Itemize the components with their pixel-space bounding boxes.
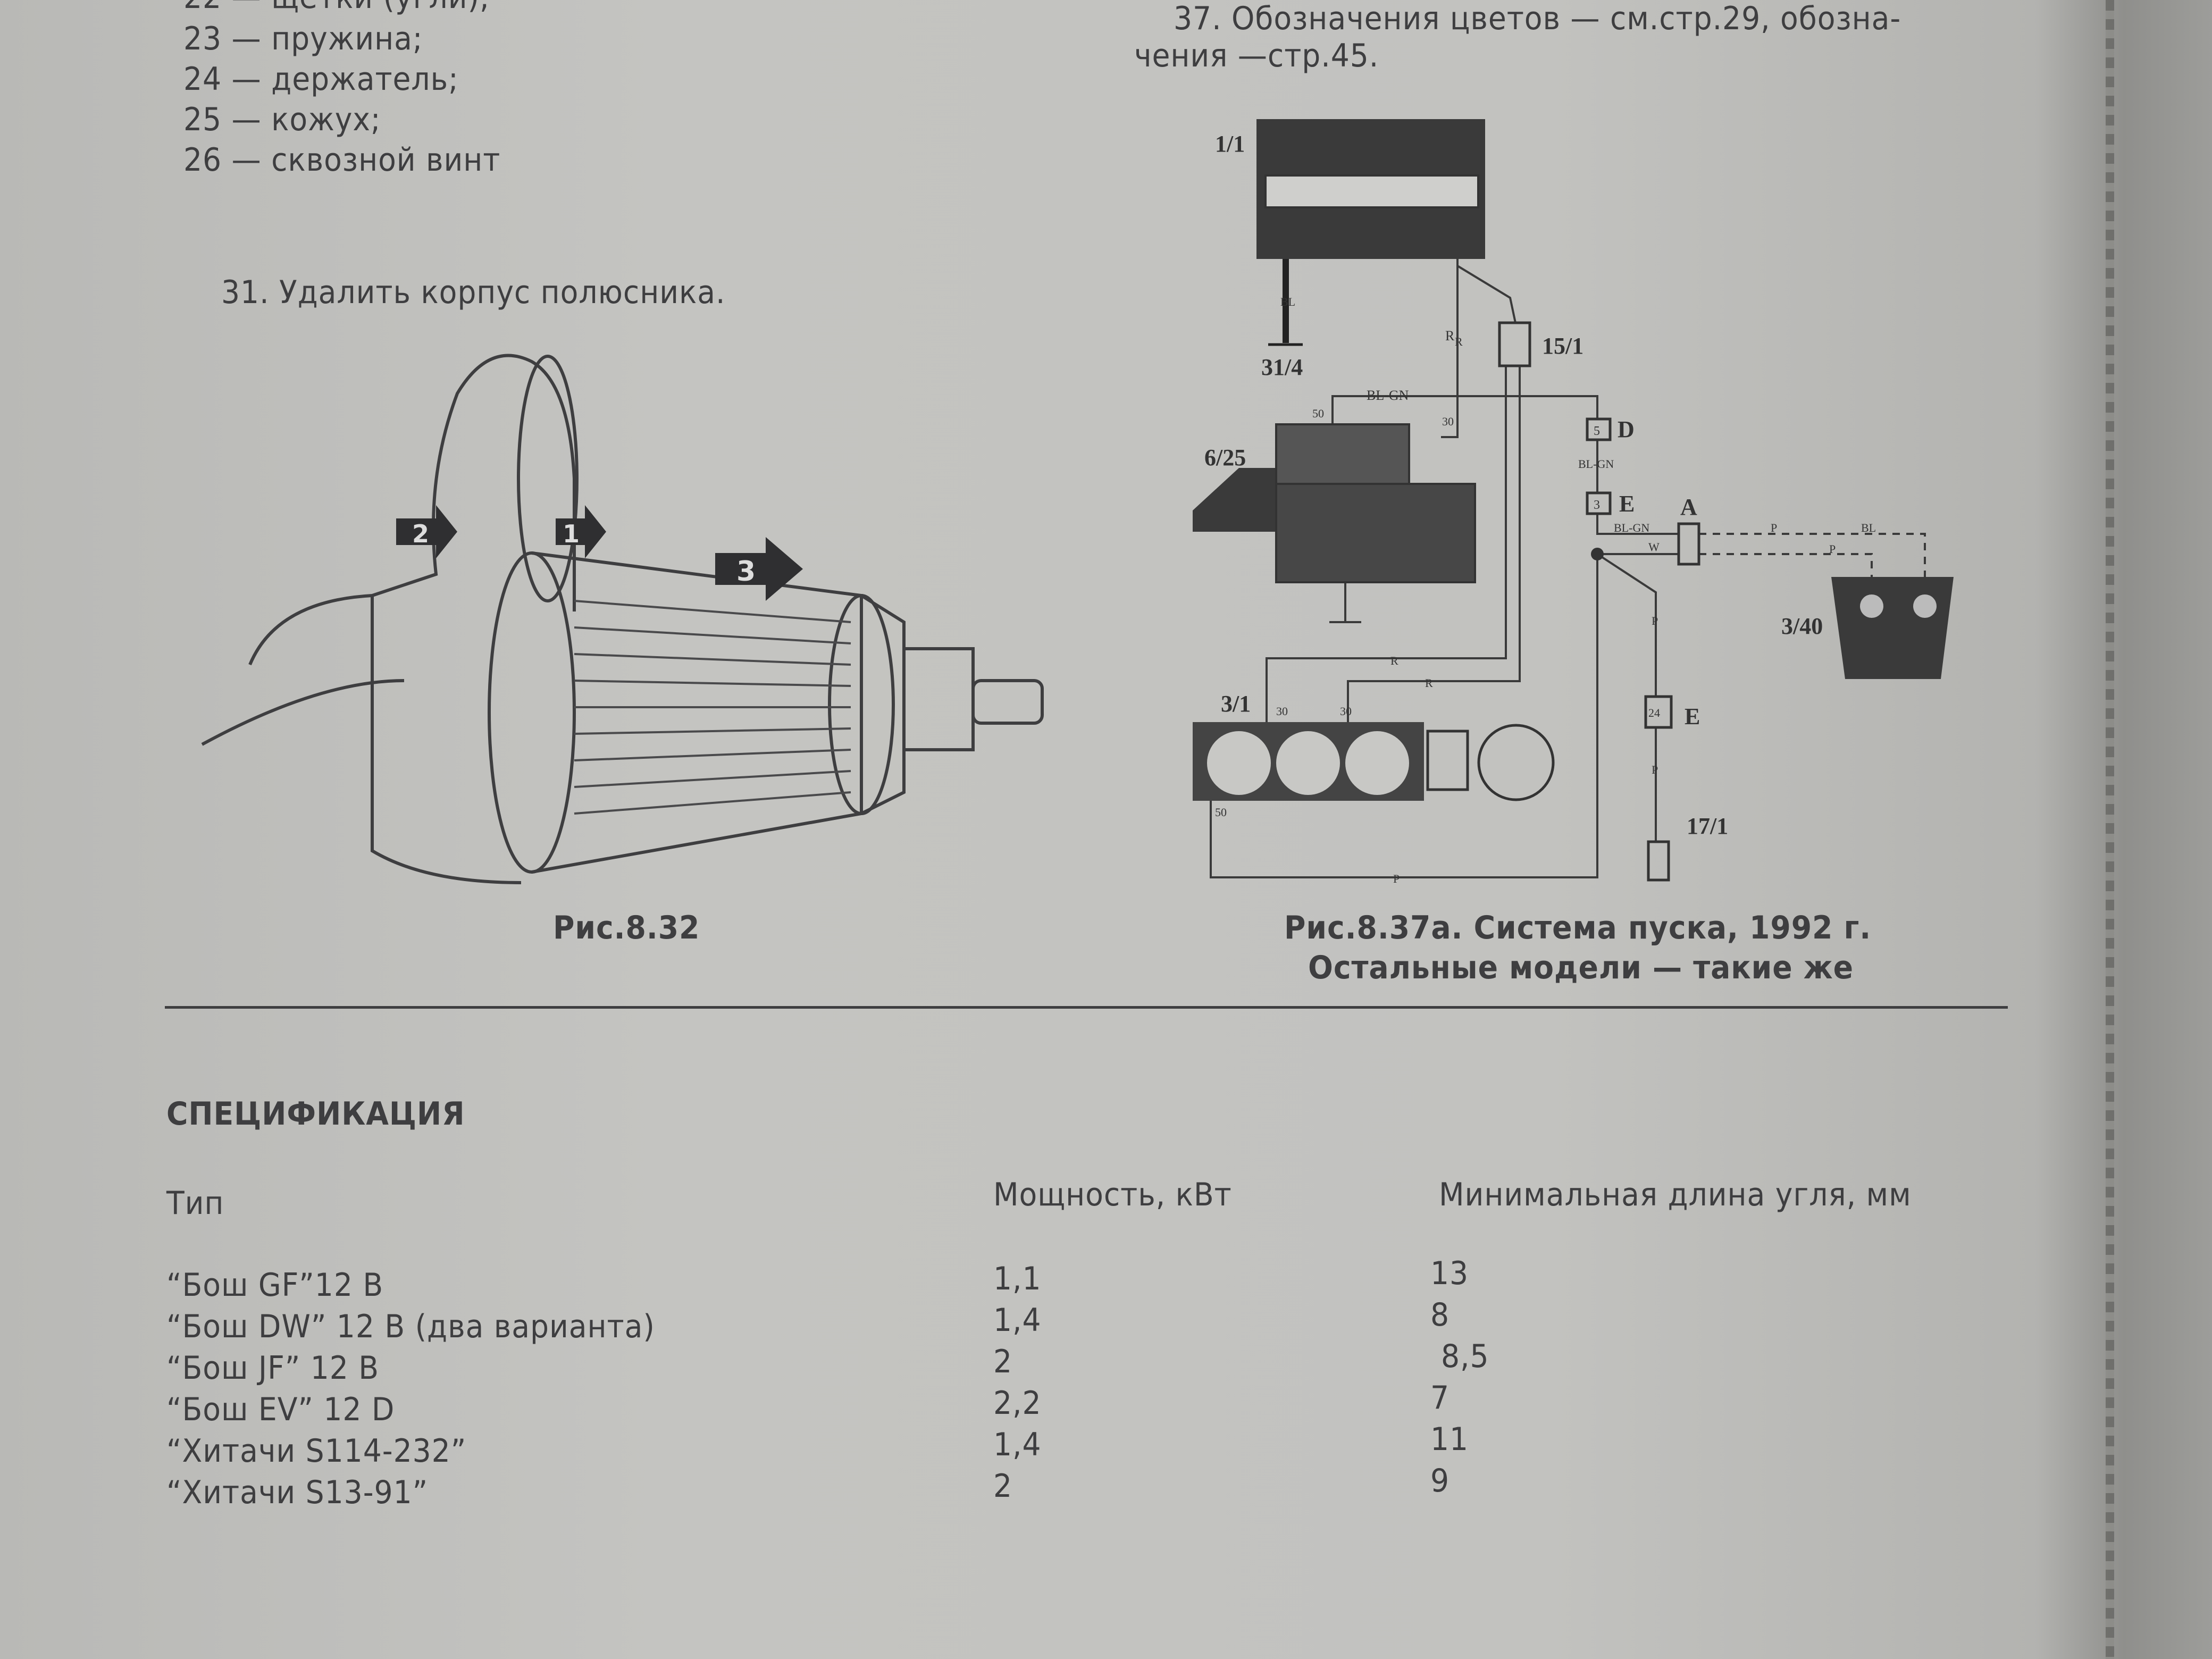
figure-837a-caption-line1: Рис.8.37а. Система пуска, 1992 г. <box>1284 909 1872 946</box>
svg-text:30: 30 <box>1442 415 1454 428</box>
cell-type: “Бош JF” 12 В <box>166 1350 380 1387</box>
legend-item: 25 — кожух; <box>183 101 381 138</box>
svg-text:50: 50 <box>1215 806 1227 819</box>
svg-text:R: R <box>1390 654 1398 667</box>
step-37-line1: 37. Обозначения цветов — см.стр.29, обоз… <box>1174 0 1901 37</box>
section-divider <box>165 1006 2008 1009</box>
column-header-type: Тип <box>166 1185 224 1222</box>
cell-brush-length: 7 <box>1430 1379 1450 1417</box>
svg-text:E: E <box>1619 491 1635 517</box>
cell-brush-length: 11 <box>1430 1421 1469 1458</box>
svg-text:BL-GN: BL-GN <box>1578 457 1614 471</box>
svg-text:W: W <box>1648 540 1660 554</box>
svg-text:50: 50 <box>1312 407 1324 420</box>
cell-type: “Бош EV” 12 D <box>166 1391 395 1428</box>
svg-text:1: 1 <box>563 520 580 548</box>
svg-text:30: 30 <box>1276 705 1288 718</box>
svg-text:BL: BL <box>1280 295 1295 308</box>
cell-type: “Бош GF”12 В <box>166 1267 384 1304</box>
cell-brush-length: 9 <box>1430 1462 1450 1499</box>
legend-item: 24 — держатель; <box>183 61 459 98</box>
cell-type: “Хитачи S13-91” <box>166 1474 429 1511</box>
specification-title: СПЕЦИФИКАЦИЯ <box>166 1095 465 1133</box>
svg-text:5: 5 <box>1594 424 1600 438</box>
svg-text:P: P <box>1652 614 1658 627</box>
figure-837a-caption-line2: Остальные модели — такие же <box>1308 949 1854 986</box>
svg-text:E: E <box>1685 703 1700 730</box>
svg-text:24: 24 <box>1648 706 1660 719</box>
page-binding-edge <box>2106 0 2114 1659</box>
svg-text:P: P <box>1771 521 1777 534</box>
svg-text:A: A <box>1680 494 1697 520</box>
svg-text:BL-GN: BL-GN <box>1367 388 1409 403</box>
svg-text:2: 2 <box>412 520 429 548</box>
legend-item: 22 — щетки (угли); <box>183 0 490 16</box>
cell-brush-length: 13 <box>1430 1255 1469 1292</box>
cell-power: 2,2 <box>993 1385 1042 1422</box>
svg-text:3/1: 3/1 <box>1221 691 1251 717</box>
legend-item: 23 — пружина; <box>183 20 423 57</box>
svg-text:D: D <box>1618 416 1635 442</box>
svg-text:15/1: 15/1 <box>1542 333 1583 359</box>
svg-text:3/40: 3/40 <box>1781 613 1823 639</box>
cell-power: 2 <box>993 1343 1013 1380</box>
arrow-1-icon: 1 <box>556 505 606 558</box>
svg-text:BL-GN: BL-GN <box>1614 521 1649 534</box>
svg-text:30: 30 <box>1340 705 1352 718</box>
cell-power: 1,1 <box>993 1260 1042 1297</box>
instrument-cluster <box>1193 722 1555 801</box>
column-header-power: Мощность, кВт <box>993 1176 1232 1213</box>
battery <box>1256 119 1485 259</box>
cell-power: 1,4 <box>993 1426 1042 1463</box>
cell-power: 1,4 <box>993 1302 1042 1339</box>
column-header-brush-length: Минимальная длина угля, мм <box>1439 1176 1912 1213</box>
svg-text:1/1: 1/1 <box>1215 131 1245 157</box>
step-37-line2: чения —стр.45. <box>1134 37 1379 74</box>
svg-text:6/25: 6/25 <box>1204 445 1246 471</box>
svg-text:P: P <box>1829 542 1836 556</box>
cell-brush-length: 8 <box>1430 1296 1450 1334</box>
svg-text:P: P <box>1652 763 1658 776</box>
svg-text:3: 3 <box>1594 498 1600 512</box>
svg-text:31/4: 31/4 <box>1261 354 1303 380</box>
cell-type: “Хитачи S114-232” <box>166 1432 467 1470</box>
svg-text:R: R <box>1455 335 1463 348</box>
svg-text:BL: BL <box>1861 521 1876 534</box>
legend-item: 26 — сквозной винт <box>183 141 501 179</box>
svg-text:P: P <box>1393 872 1400 885</box>
cell-power: 2 <box>993 1468 1013 1505</box>
step-31: 31. Удалить корпус полюсника. <box>221 274 726 311</box>
cell-brush-length: 8,5 <box>1441 1338 1489 1375</box>
cell-type: “Бош DW” 12 В (два варианта) <box>166 1308 655 1345</box>
figure-832-caption: Рис.8.32 <box>553 909 700 946</box>
starter-motor <box>1193 423 1476 583</box>
arrow-2-icon: 2 <box>396 505 457 558</box>
ignition-switch <box>1831 577 1954 679</box>
svg-text:R: R <box>1425 676 1433 690</box>
arrow-3-icon: 3 <box>715 537 803 601</box>
svg-text:3: 3 <box>736 556 756 588</box>
svg-text:R: R <box>1445 328 1455 343</box>
svg-text:17/1: 17/1 <box>1687 813 1728 839</box>
